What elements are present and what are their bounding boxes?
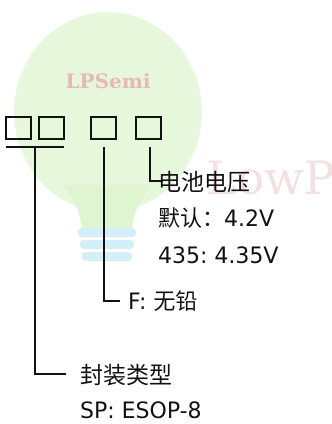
package-type-sp: SP: ESOP-8: [80, 399, 202, 424]
lead-free-connector: [103, 147, 120, 302]
watermark-brand: LowPo: [206, 151, 332, 205]
lead-free-label: F: 无铅: [128, 290, 198, 315]
watermark-logo: LPSemi: [65, 69, 150, 93]
package-type-title: 封装类型: [80, 363, 172, 389]
battery-voltage-435: 435: 4.35V: [158, 244, 279, 269]
code-box-2: [38, 116, 65, 140]
battery-connector: [149, 147, 163, 182]
code-box-4: [135, 116, 162, 140]
bulb-base-1: [78, 228, 136, 237]
bulb-base-3: [82, 252, 132, 261]
code-box-3: [90, 116, 117, 140]
bulb-neck: [62, 185, 152, 230]
code-box-1: [5, 116, 32, 140]
package-connector: [34, 147, 66, 375]
bulb-base-2: [80, 240, 134, 249]
battery-voltage-default: 默认：4.2V: [158, 207, 275, 232]
battery-voltage-title: 电池电压: [158, 170, 250, 196]
bulb-glow: [14, 12, 202, 212]
